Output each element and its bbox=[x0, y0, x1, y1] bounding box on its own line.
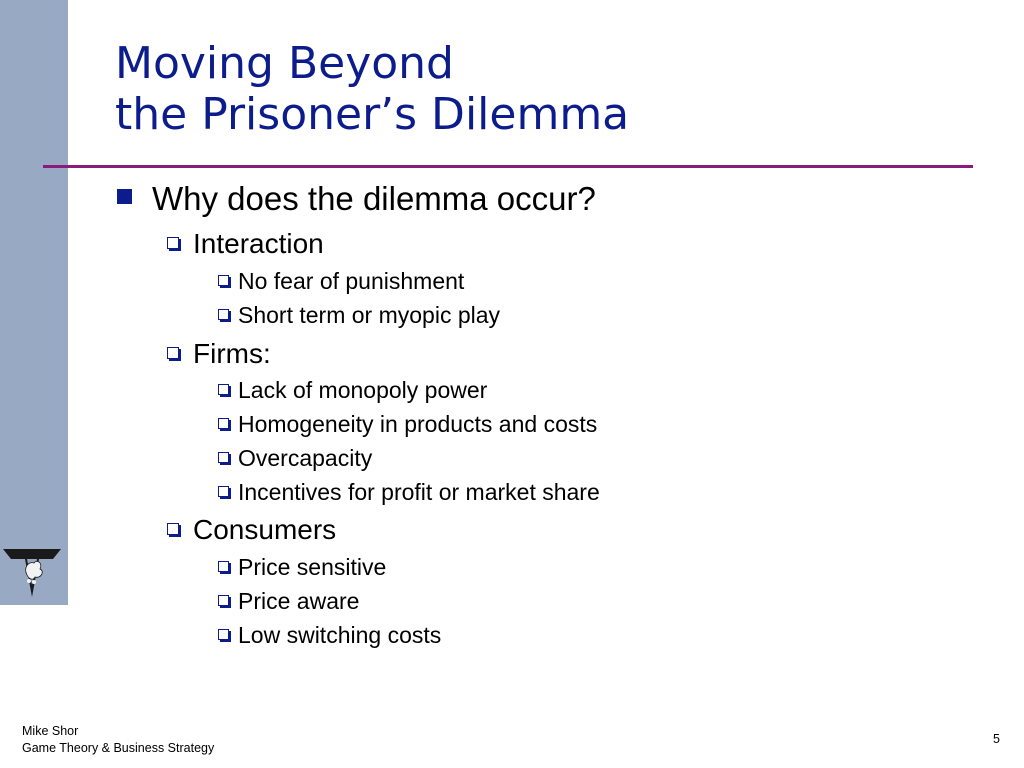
bullet-level2: Consumers bbox=[167, 514, 336, 546]
bullet-level3: Homogeneity in products and costs bbox=[218, 411, 597, 438]
checkbox-bullet-icon bbox=[218, 452, 229, 463]
checkbox-bullet-icon bbox=[218, 561, 229, 572]
bullet-text: Consumers bbox=[193, 514, 337, 545]
bullet-text: Short term or myopic play bbox=[238, 302, 501, 328]
footer-course: Game Theory & Business Strategy bbox=[22, 741, 215, 755]
checkbox-bullet-icon bbox=[218, 384, 229, 395]
bullet-level3: Incentives for profit or market share bbox=[218, 479, 600, 506]
bullet-text: Low switching costs bbox=[238, 622, 442, 648]
bullet-text: Price aware bbox=[238, 588, 360, 614]
bullet-text: Firms: bbox=[193, 338, 271, 369]
vanderbilt-logo-icon bbox=[3, 549, 61, 597]
checkbox-bullet-icon bbox=[218, 486, 229, 497]
bullet-text: Lack of monopoly power bbox=[238, 377, 488, 403]
square-bullet-icon bbox=[117, 189, 132, 204]
checkbox-bullet-icon bbox=[167, 237, 179, 249]
page-number: 5 bbox=[993, 732, 1000, 746]
bullet-text: Price sensitive bbox=[238, 554, 387, 580]
bullet-level1: Why does the dilemma occur? bbox=[117, 180, 596, 218]
checkbox-bullet-icon bbox=[218, 275, 229, 286]
bullet-level3: Low switching costs bbox=[218, 622, 441, 649]
checkbox-bullet-icon bbox=[218, 595, 229, 606]
bullet-level3: No fear of punishment bbox=[218, 268, 464, 295]
checkbox-bullet-icon bbox=[218, 418, 229, 429]
bullet-level3: Short term or myopic play bbox=[218, 302, 500, 329]
bullet-level3: Overcapacity bbox=[218, 445, 372, 472]
bullet-text: No fear of punishment bbox=[238, 268, 465, 294]
slide-title: Moving Beyond the Prisoner’s Dilemma bbox=[115, 38, 629, 140]
footer-credits: Mike Shor Game Theory & Business Strateg… bbox=[22, 723, 214, 757]
bullet-level3: Price aware bbox=[218, 588, 359, 615]
checkbox-bullet-icon bbox=[218, 309, 229, 320]
sidebar-band bbox=[0, 0, 68, 605]
footer-author: Mike Shor bbox=[22, 724, 79, 738]
title-line-1: Moving Beyond bbox=[115, 38, 454, 89]
bullet-text: Interaction bbox=[193, 228, 324, 259]
bullet-text: Homogeneity in products and costs bbox=[238, 411, 598, 437]
title-divider bbox=[43, 165, 973, 168]
checkbox-bullet-icon bbox=[218, 629, 229, 640]
bullet-level3: Lack of monopoly power bbox=[218, 377, 487, 404]
bullet-level2: Interaction bbox=[167, 228, 324, 260]
bullet-text: Why does the dilemma occur? bbox=[152, 180, 596, 217]
bullet-level3: Price sensitive bbox=[218, 554, 386, 581]
title-line-2: the Prisoner’s Dilemma bbox=[115, 89, 630, 140]
bullet-text: Incentives for profit or market share bbox=[238, 479, 600, 505]
checkbox-bullet-icon bbox=[167, 523, 179, 535]
bullet-text: Overcapacity bbox=[238, 445, 373, 471]
bullet-level2: Firms: bbox=[167, 338, 271, 370]
checkbox-bullet-icon bbox=[167, 347, 179, 359]
